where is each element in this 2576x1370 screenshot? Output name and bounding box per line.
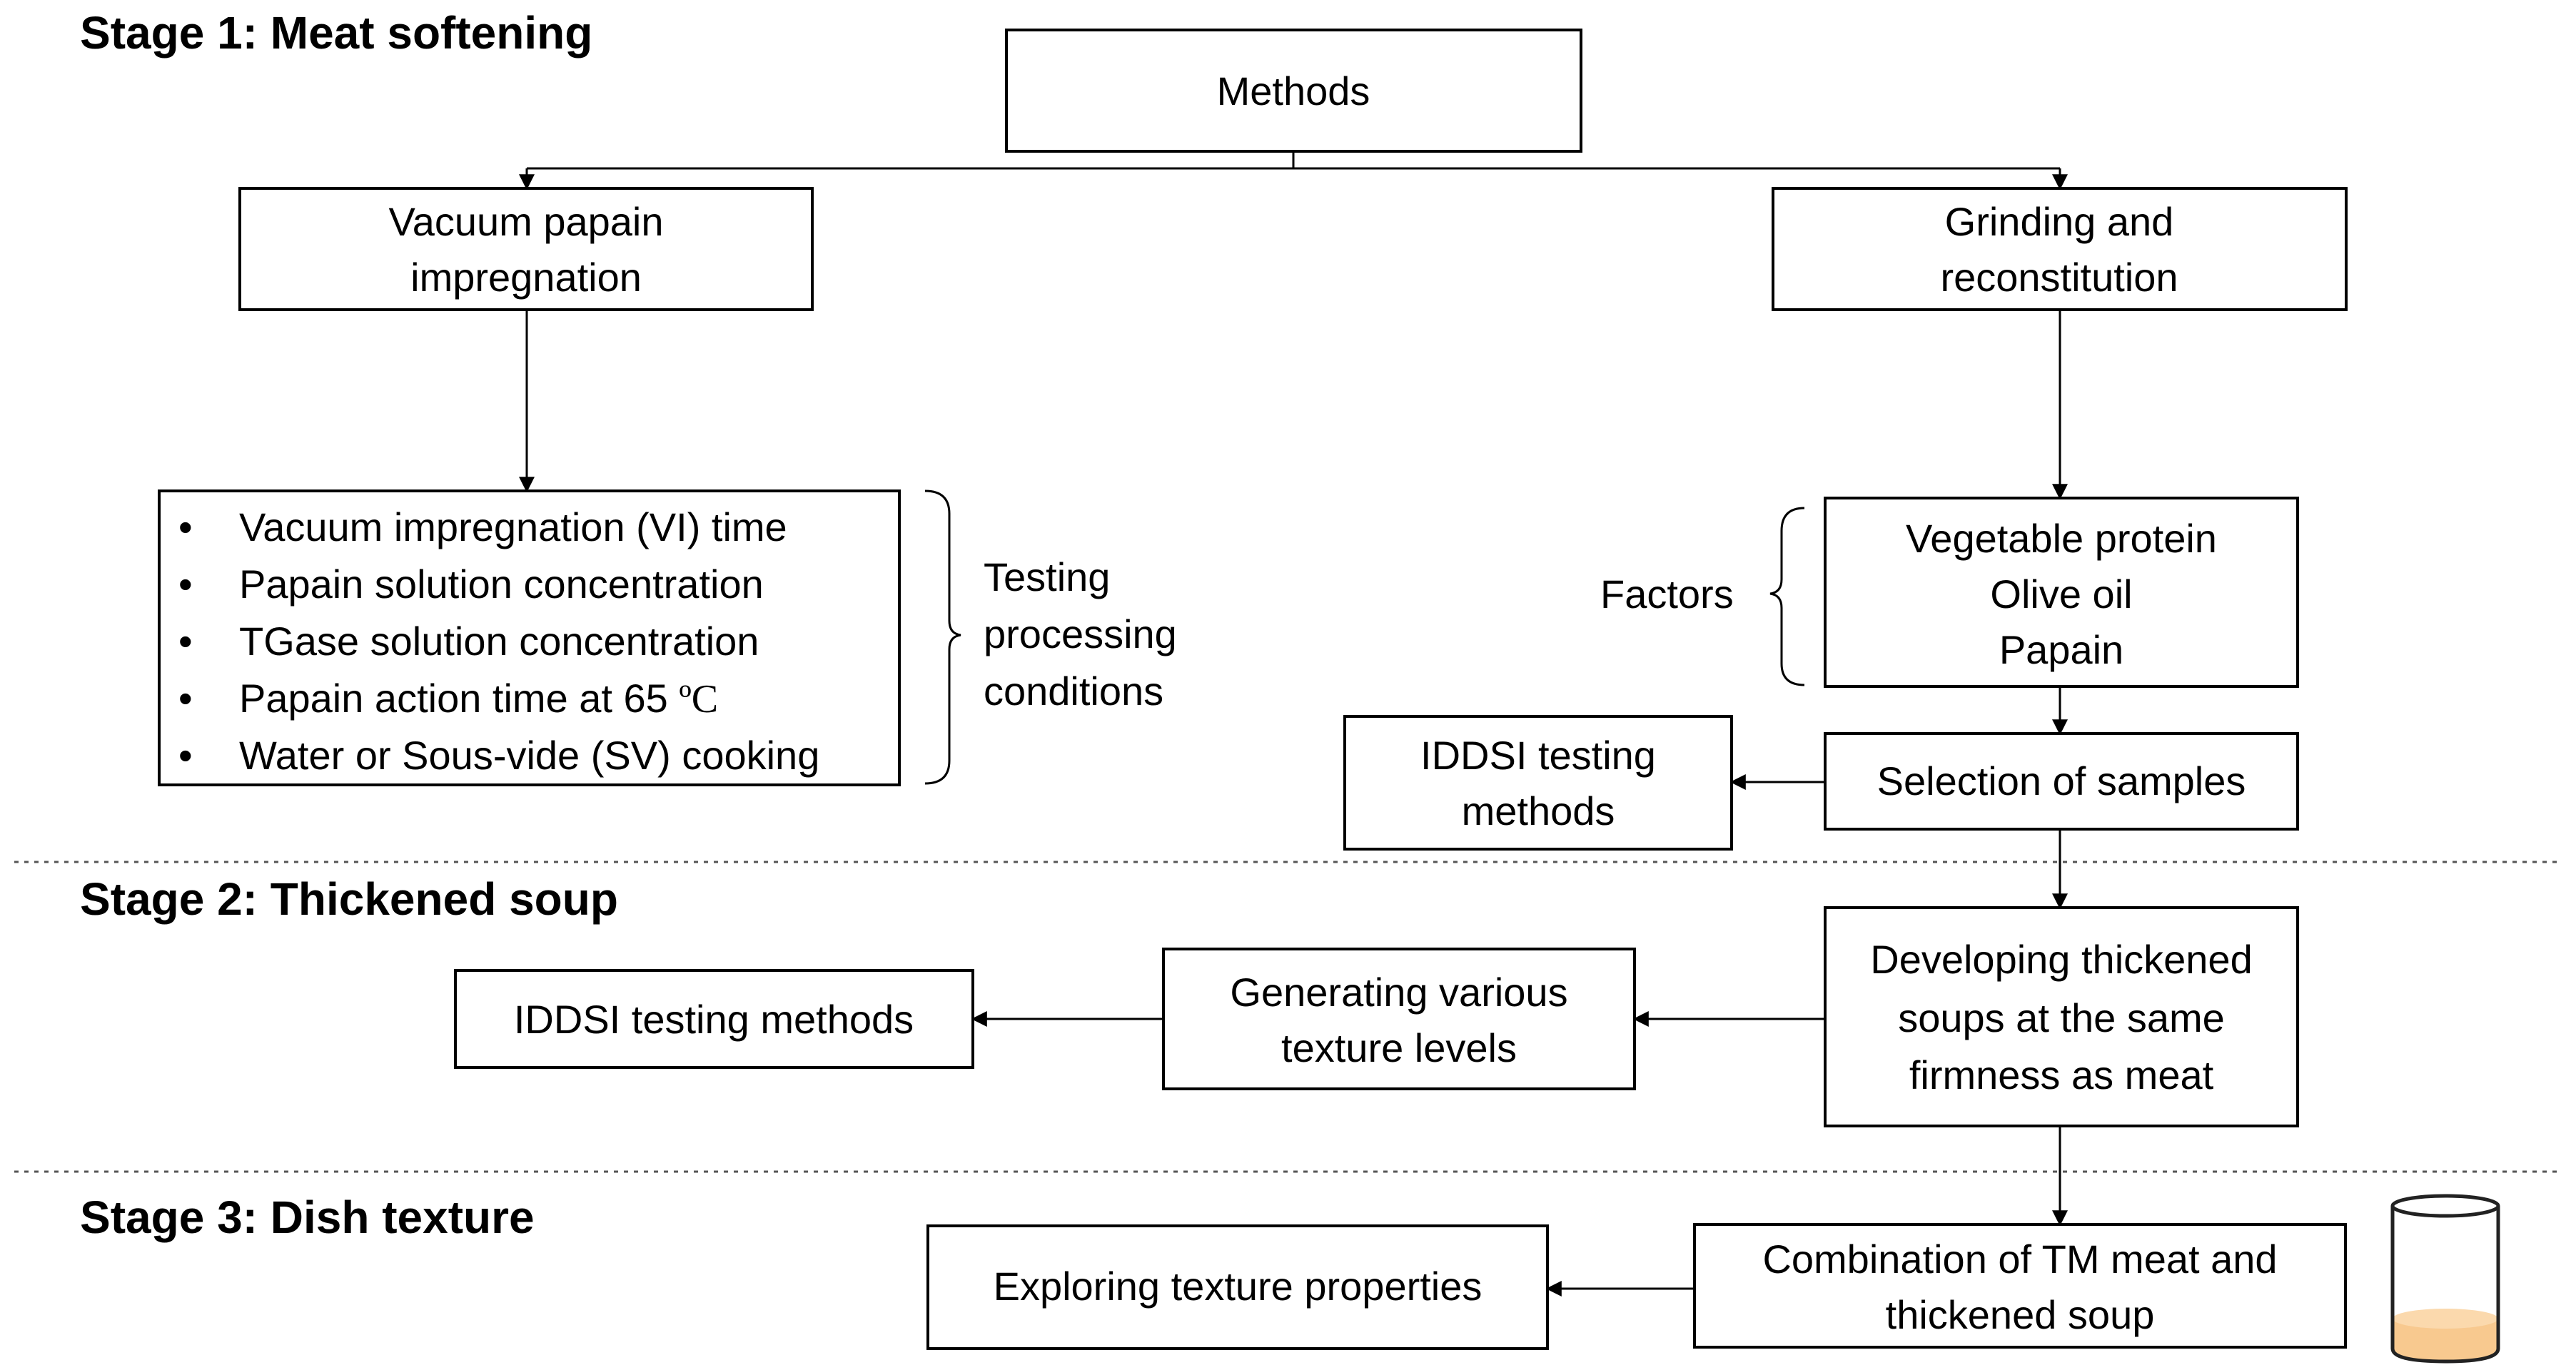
exploring-box: Exploring texture properties	[926, 1224, 1549, 1350]
factors-item-1: Vegetable protein	[1906, 516, 2217, 561]
developing-line1: Developing thickened	[1870, 937, 2252, 982]
factors-box: Vegetable protein Olive oil Papain	[1824, 497, 2299, 688]
generating-line2: texture levels	[1281, 1025, 1517, 1070]
testing-label-line1: Testing	[984, 554, 1110, 599]
factors-item-2: Olive oil	[1990, 572, 2132, 616]
factors-item-3: Papain	[1999, 627, 2123, 672]
stage1-title: Stage 1: Meat softening	[80, 7, 592, 59]
conditions-bullet-4: •	[178, 676, 193, 721]
factors-brace	[1769, 507, 1805, 686]
developing-soups-box: Developing thickened soups at the same f…	[1824, 906, 2299, 1127]
methods-label: Methods	[1217, 68, 1370, 113]
conditions-bullet-1: •	[178, 504, 193, 549]
stage2-title: Stage 2: Thickened soup	[80, 873, 618, 925]
testing-label-line3: conditions	[984, 669, 1163, 714]
generating-line1: Generating various	[1230, 970, 1567, 1015]
grinding-line1: Grinding and	[1945, 199, 2174, 244]
grinding-line2: reconstitution	[1940, 255, 2178, 300]
selection-box: Selection of samples	[1824, 732, 2299, 831]
vacuum-papain-line2: impregnation	[410, 255, 642, 300]
iddsi-stage2-label: IDDSI testing methods	[514, 997, 914, 1042]
iddsi-stage1-box: IDDSI testing methods	[1343, 715, 1733, 851]
conditions-brace	[924, 489, 961, 785]
factors-label: Factors	[1600, 572, 1734, 616]
combination-line1: Combination of TM meat and	[1762, 1237, 2277, 1282]
conditions-item-4: Papain action time at 65 ºC	[239, 676, 718, 721]
iddsi-stage1-line1: IDDSI testing	[1420, 733, 1656, 778]
developing-line3: firmness as meat	[1909, 1052, 2214, 1097]
iddsi-stage2-box: IDDSI testing methods	[454, 969, 974, 1069]
conditions-item-2: Papain solution concentration	[239, 562, 764, 607]
conditions-item-3: TGase solution concentration	[239, 619, 759, 664]
beaker-icon	[2390, 1194, 2500, 1364]
exploring-label: Exploring texture properties	[994, 1264, 1483, 1309]
combination-line2: thickened soup	[1886, 1292, 2155, 1337]
grinding-box: Grinding and reconstitution	[1772, 187, 2348, 311]
conditions-item-5: Water or Sous-vide (SV) cooking	[239, 733, 819, 778]
conditions-box: • Vacuum impregnation (VI) time • Papain…	[158, 489, 901, 786]
conditions-bullet-5: •	[178, 733, 193, 778]
stage3-title: Stage 3: Dish texture	[80, 1192, 535, 1243]
vacuum-papain-box: Vacuum papain impregnation	[238, 187, 814, 311]
conditions-bullet-2: •	[178, 562, 193, 607]
testing-label-line2: processing	[984, 612, 1177, 656]
vacuum-papain-line1: Vacuum papain	[389, 199, 664, 244]
conditions-item-1: Vacuum impregnation (VI) time	[239, 504, 787, 549]
generating-levels-box: Generating various texture levels	[1162, 948, 1636, 1090]
methods-box: Methods	[1005, 29, 1582, 153]
developing-line2: soups at the same	[1898, 995, 2225, 1040]
iddsi-stage1-line2: methods	[1462, 788, 1615, 833]
combination-box: Combination of TM meat and thickened sou…	[1693, 1223, 2347, 1349]
selection-label: Selection of samples	[1877, 758, 2246, 803]
conditions-bullet-3: •	[178, 619, 193, 664]
